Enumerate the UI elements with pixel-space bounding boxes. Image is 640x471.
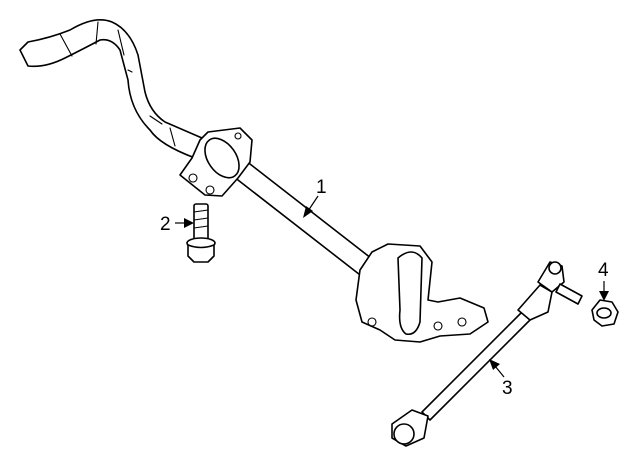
callout-2-arrowhead <box>184 218 194 228</box>
callout-3: 3 <box>489 359 513 399</box>
bolt <box>186 203 216 263</box>
callout-1: 1 <box>303 177 327 218</box>
callout-4-label: 4 <box>598 260 609 281</box>
callout-1-arrowhead <box>303 206 313 218</box>
callout-1-leader <box>307 195 319 212</box>
callout-3-label: 3 <box>502 378 513 399</box>
callout-3-leader <box>494 365 505 378</box>
callout-2: 2 <box>160 214 194 235</box>
callout-4-arrowhead <box>599 291 609 301</box>
nut <box>591 299 619 327</box>
callout-4: 4 <box>598 260 609 301</box>
stabilizer-link <box>391 261 583 447</box>
callout-2-label: 2 <box>160 214 171 235</box>
callout-1-label: 1 <box>316 177 327 198</box>
stabilizer-bar <box>19 19 489 343</box>
callout-3-arrowhead <box>489 359 500 370</box>
